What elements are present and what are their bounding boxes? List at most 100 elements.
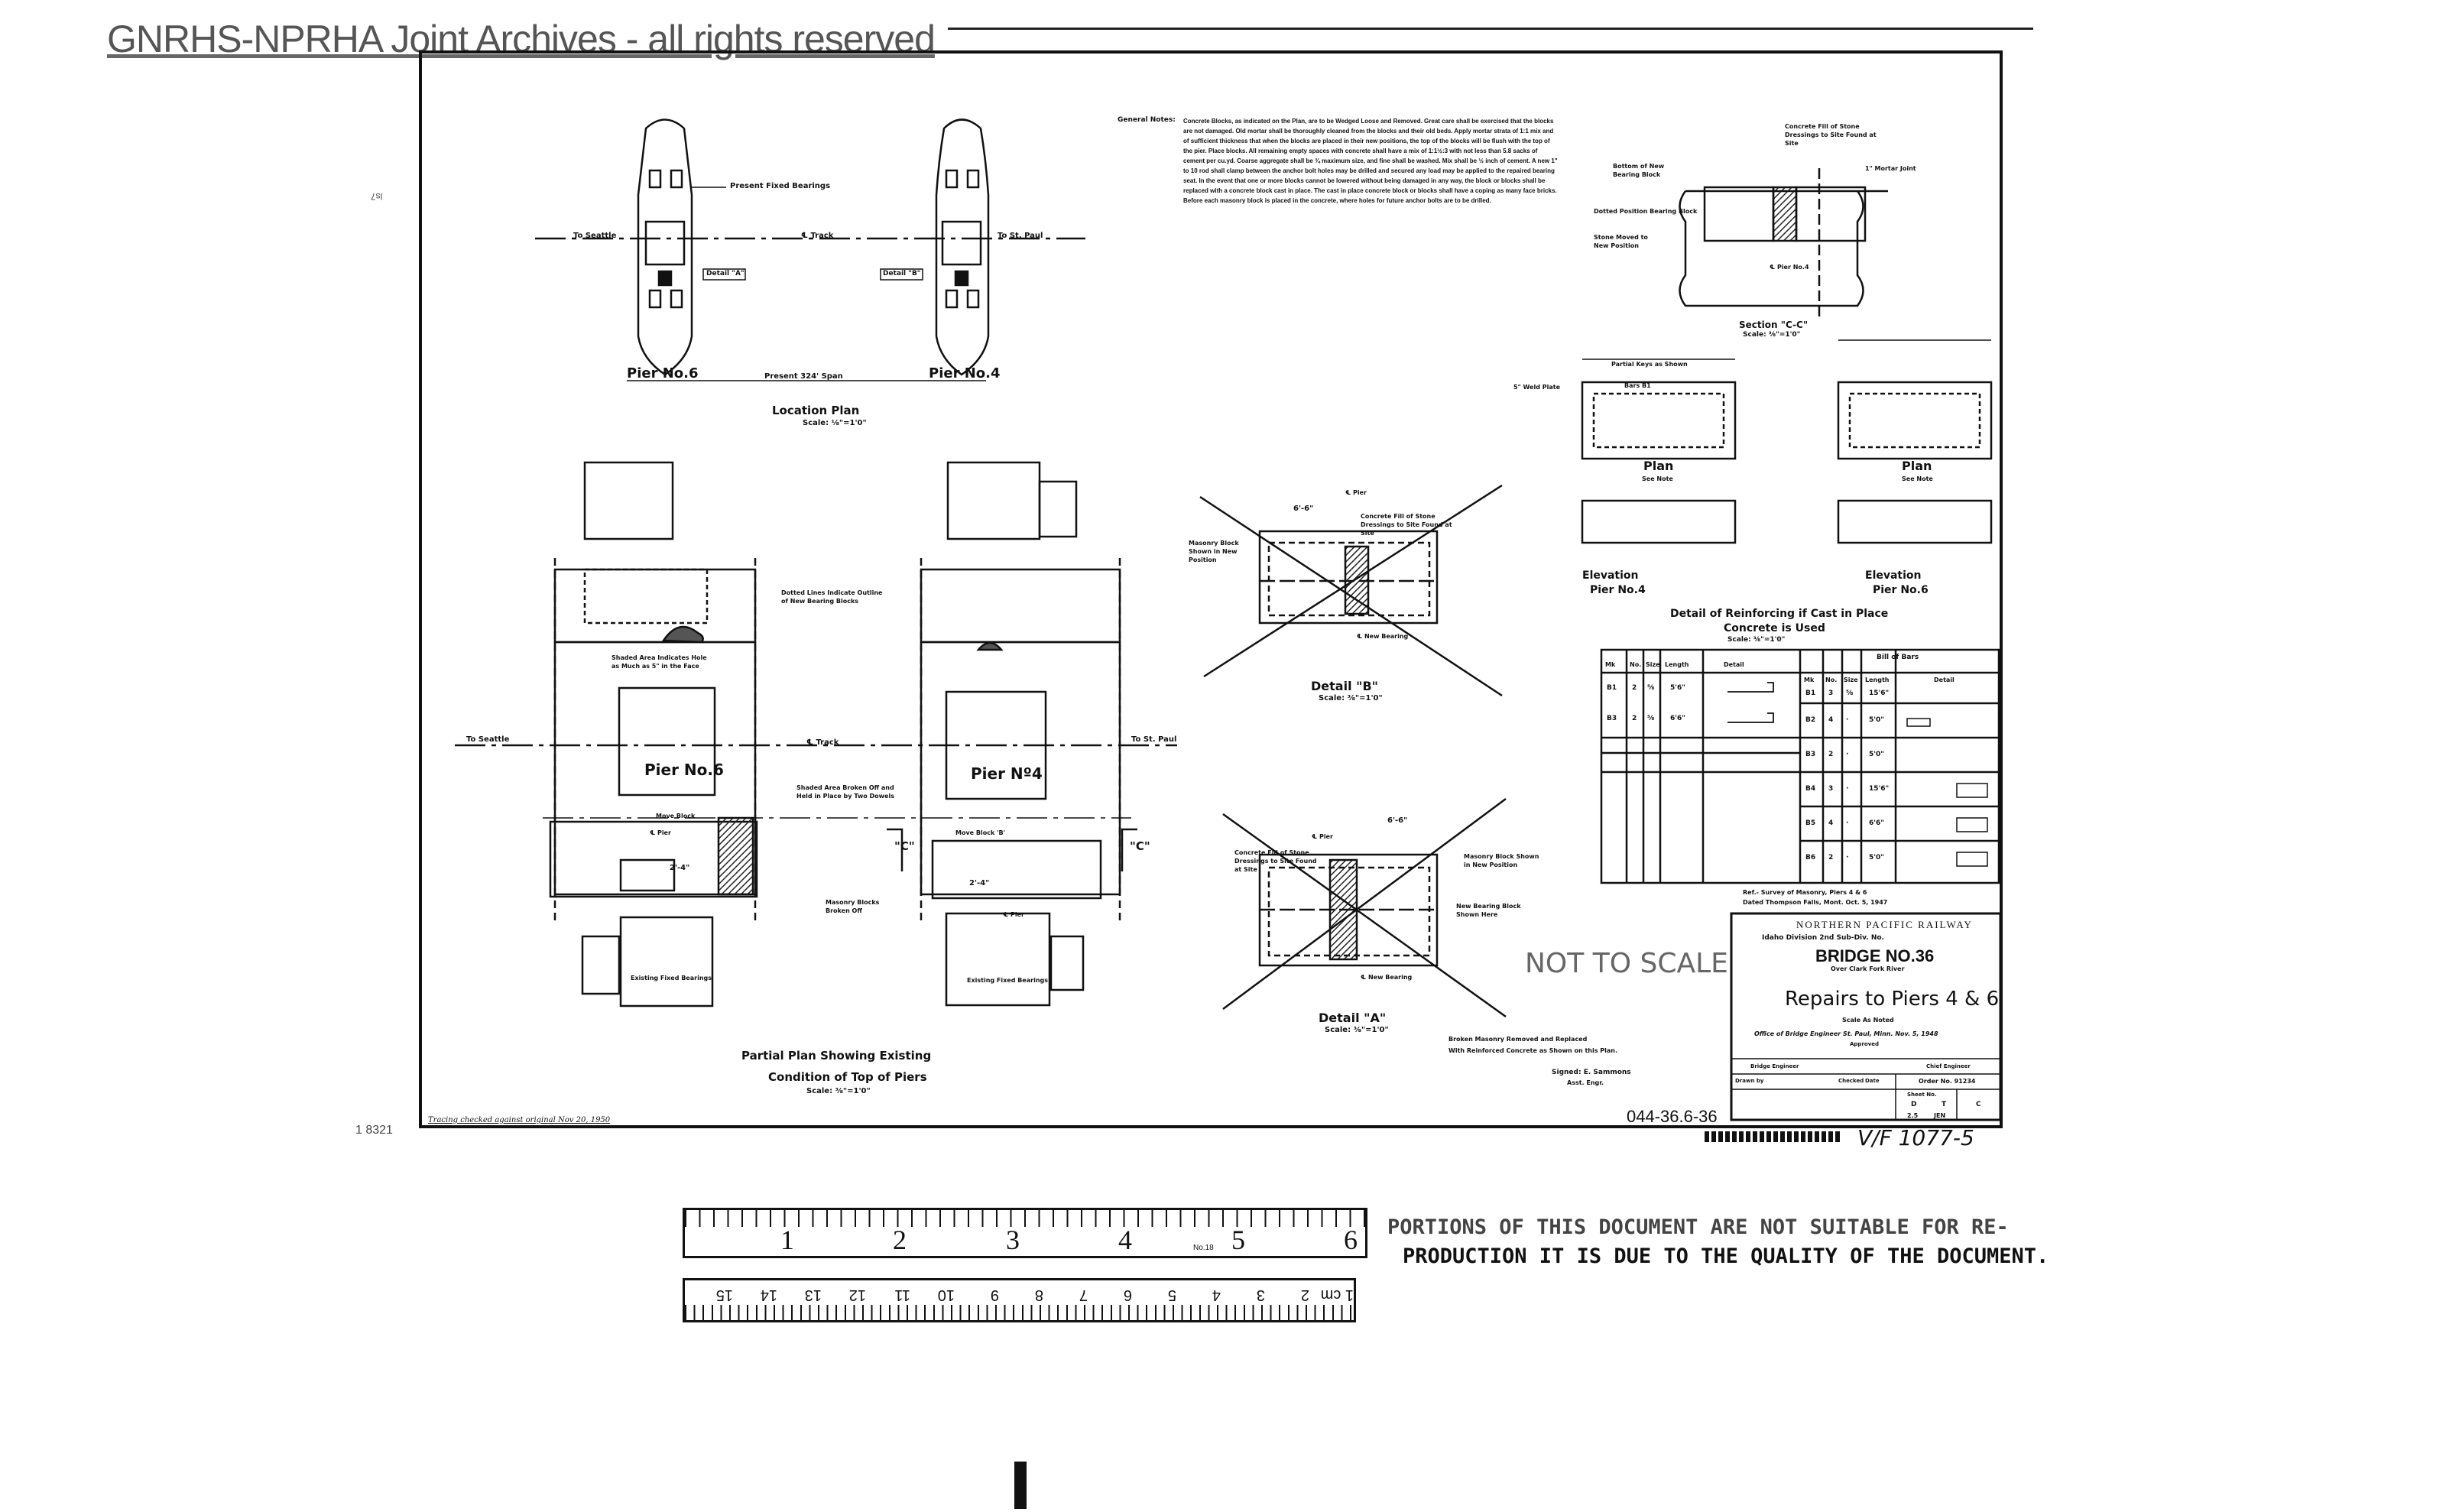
location-detail-b-ref: Detail "B" xyxy=(883,270,921,277)
reinforcing-elevation-4: Elevation xyxy=(1582,569,1639,582)
notes-broken-masonry: Broken Masonry Removed and Replaced xyxy=(1448,1036,1588,1043)
partial-pier-cl-4: ℄ Pier xyxy=(1003,911,1024,918)
ruler-inch-3: 3 xyxy=(1006,1225,1020,1255)
cm-ruler-ticks xyxy=(685,1305,1354,1320)
reinforcing-see-note-4: See Note xyxy=(1642,475,1673,482)
title-block-approved: Approved xyxy=(1850,1041,1880,1047)
reinforcing-plan-4: Plan xyxy=(1643,459,1674,473)
partial-to-seattle: To Seattle xyxy=(466,735,510,744)
ruler-inch-6: 6 xyxy=(1344,1225,1358,1255)
bob-cell: B5 xyxy=(1805,819,1816,827)
margin-mark-bottom-left: 1 8321 xyxy=(355,1124,393,1137)
scribble-mark xyxy=(1705,1131,1842,1142)
title-block-checked: Checked xyxy=(1838,1078,1864,1084)
ruler-cm-14: 14 xyxy=(760,1286,777,1303)
bob-cell: ⅝ xyxy=(1846,689,1854,697)
tracing-checked-note: Tracing checked against original Nov 20,… xyxy=(428,1116,611,1124)
detail-a-title: Detail "A" xyxy=(1319,1011,1387,1025)
partial-track: ℄ Track xyxy=(806,738,839,747)
title-block-chief-engineer: Chief Engineer xyxy=(1926,1063,1971,1069)
ruler-cm-10: 10 xyxy=(937,1286,955,1303)
bob-header-size-left: Size xyxy=(1646,661,1660,668)
title-block-scale: Scale As Noted xyxy=(1842,1017,1894,1024)
title-block-over: Over Clark Fork River xyxy=(1831,965,1905,972)
reinforcing-pier-6: Pier No.6 xyxy=(1873,584,1929,596)
location-to-seattle: To Seattle xyxy=(573,232,617,240)
bob-header-mk-right: Mk xyxy=(1804,677,1815,683)
bob-cell: · xyxy=(1846,785,1849,793)
section-cc-mortar-joint: 1" Mortar Joint xyxy=(1865,165,1916,172)
cm-ruler: 1 cm 2 3 4 5 6 7 8 9 10 11 12 13 14 15 xyxy=(683,1278,1356,1322)
title-block-bridge: BRIDGE NO.36 xyxy=(1815,946,1935,965)
title-block-drawn: Drawn by xyxy=(1735,1078,1764,1084)
location-plan-title: Location Plan xyxy=(772,404,860,417)
bob-header-detail-right: Detail xyxy=(1934,677,1955,683)
detail-b-concrete-note: Concrete Fill of Stone Dressings to Site… xyxy=(1361,513,1452,537)
ruler-cm-1: 1 cm xyxy=(1320,1286,1354,1303)
ruler-inch-1: 1 xyxy=(780,1225,794,1255)
section-cc-title: Section "C-C" xyxy=(1739,320,1809,330)
title-block-date: Date xyxy=(1865,1078,1880,1084)
title-block-t: T xyxy=(1942,1101,1947,1108)
bob-cell: · xyxy=(1846,854,1849,861)
partial-existing-fixed-4: Existing Fixed Bearings xyxy=(967,977,1048,984)
title-block-val1: 2.5 xyxy=(1907,1112,1919,1119)
bob-cell: · xyxy=(1846,716,1849,724)
bob-cell: 2 xyxy=(1632,684,1637,692)
location-detail-a-ref: Detail "A" xyxy=(706,270,745,277)
partial-pier6-label: Pier No.6 xyxy=(644,761,724,779)
reinforcing-scale: Scale: ⅜"=1'0" xyxy=(1727,636,1786,644)
detail-a-new-bearing-block: New Bearing Block Shown Here xyxy=(1456,903,1521,918)
ruler-cm-13: 13 xyxy=(804,1286,822,1303)
ref-survey-note: Ref.- Survey of Masonry, Piers 4 & 6 xyxy=(1743,889,1867,896)
partial-plan-title: Partial Plan Showing Existing xyxy=(741,1049,932,1063)
bob-cell: · xyxy=(1846,751,1849,758)
cm-ruler-labels: 1 cm 2 3 4 5 6 7 8 9 10 11 12 13 14 15 xyxy=(685,1280,1354,1303)
bob-cell: B1 xyxy=(1607,684,1617,692)
section-cc-dotted-bearing: Dotted Position Bearing Block xyxy=(1594,208,1698,215)
ruler-cm-7: 7 xyxy=(1079,1286,1088,1303)
location-pier6-label: Pier No.6 xyxy=(627,365,699,381)
title-block-railway: NORTHERN PACIFIC RAILWAY xyxy=(1796,919,1973,930)
bob-cell: 15'6" xyxy=(1869,785,1890,793)
partial-pier-cl-6: ℄ Pier xyxy=(650,829,671,836)
location-span-label: Present 324' Span xyxy=(764,372,843,381)
title-block-repairs: Repairs to Piers 4 & 6 xyxy=(1785,988,2000,1011)
bob-cell: B3 xyxy=(1607,715,1617,722)
title-block-sheet-no: Sheet No. xyxy=(1907,1092,1937,1098)
reinforcing-title-2: Concrete is Used xyxy=(1724,622,1825,634)
inch-ruler-ticks xyxy=(685,1210,1365,1227)
bob-header-size-right: Size xyxy=(1844,677,1858,683)
ref-survey-date: Dated Thompson Falls, Mont. Oct. 5, 1947 xyxy=(1743,899,1888,906)
detail-b-pier-cl: ℄ Pier xyxy=(1345,489,1367,496)
bob-cell: 2 xyxy=(1828,854,1834,861)
partial-section-c-right: "C" xyxy=(1130,839,1150,853)
location-to-st-paul: To St. Paul xyxy=(998,232,1043,240)
ruler-cm-9: 9 xyxy=(990,1286,999,1303)
notes-reinforced-concrete: With Reinforced Concrete as Shown on thi… xyxy=(1448,1047,1617,1054)
title-block-bridge-engineer: Bridge Engineer xyxy=(1750,1063,1799,1069)
bottom-scan-mark xyxy=(1014,1462,1027,1509)
reinforcing-anchor-holes: Partial Keys as Shown xyxy=(1611,361,1688,368)
bob-cell: 3 xyxy=(1828,689,1834,697)
notes-signed-title: Asst. Engr. xyxy=(1567,1079,1604,1086)
bob-cell: 5'0" xyxy=(1869,716,1884,724)
bob-cell: 2 xyxy=(1828,751,1834,758)
bob-header-mk-left: Mk xyxy=(1605,661,1616,668)
margin-mark-left: ls7 xyxy=(371,191,383,202)
detail-b-scale: Scale: ⅜"=1'0" xyxy=(1319,694,1383,702)
bob-cell: 5'0" xyxy=(1869,854,1884,861)
drawing-sheet-border xyxy=(419,50,2003,1128)
bob-cell: B3 xyxy=(1805,751,1816,758)
inch-ruler: 1 2 3 4 5 6 No.18 xyxy=(683,1208,1367,1258)
section-cc-pier: ℄ Pier No.4 xyxy=(1770,264,1809,271)
reinforcing-pier-4: Pier No.4 xyxy=(1590,584,1646,596)
bob-cell: 6'6" xyxy=(1670,715,1685,722)
ruler-inch-2: 2 xyxy=(893,1225,907,1255)
reinforcing-elevation-6: Elevation xyxy=(1865,569,1922,582)
detail-b-masonry-note: Masonry Block Shown in New Position xyxy=(1189,540,1239,563)
bill-of-bars-title: Bill of Bars xyxy=(1877,654,1919,661)
partial-shaded-area-note-2: Shaded Area Broken Off and Held in Place… xyxy=(796,784,894,800)
title-block-division: Idaho Division 2nd Sub-Div. No. xyxy=(1762,934,1884,942)
ruler-inch-4: 4 xyxy=(1118,1225,1132,1255)
